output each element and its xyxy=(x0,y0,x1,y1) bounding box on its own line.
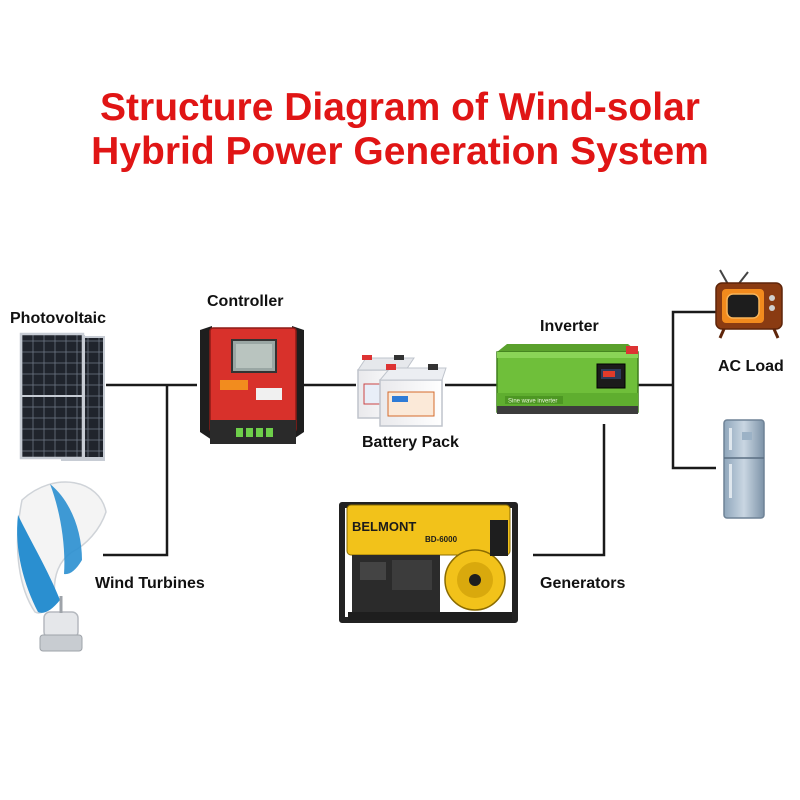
wind-turbine-icon xyxy=(16,481,107,652)
wire-inverter-acload xyxy=(638,310,716,470)
refrigerator-icon xyxy=(723,419,765,519)
inverter-panel-text: Sine wave inverter xyxy=(508,399,557,405)
generator-icon: BELMONT BD-6000 xyxy=(339,502,518,623)
wire-generator-inverter xyxy=(533,424,606,557)
solar-panel-icon xyxy=(19,332,105,461)
generator-model-text: BD-6000 xyxy=(425,535,458,544)
label-inverter: Inverter xyxy=(540,318,599,335)
label-generators: Generators xyxy=(540,575,626,592)
label-battery-pack: Battery Pack xyxy=(362,434,459,451)
label-photovoltaic: Photovoltaic xyxy=(10,310,107,327)
controller-icon xyxy=(200,326,304,444)
title-line-1: Structure Diagram of Wind-solar xyxy=(100,86,700,129)
label-ac-load: AC Load xyxy=(718,358,784,375)
inverter-icon: Sine wave inverter xyxy=(496,344,639,414)
wiring xyxy=(103,310,716,557)
wire-turbine-bus xyxy=(103,385,169,557)
generator-brand-text: BELMONT xyxy=(352,519,416,534)
title-line-2: Hybrid Power Generation System xyxy=(91,130,709,173)
label-wind-turbines: Wind Turbines xyxy=(95,575,205,592)
tv-icon xyxy=(715,269,783,339)
label-controller: Controller xyxy=(207,293,284,310)
battery-pack-icon xyxy=(357,355,447,427)
